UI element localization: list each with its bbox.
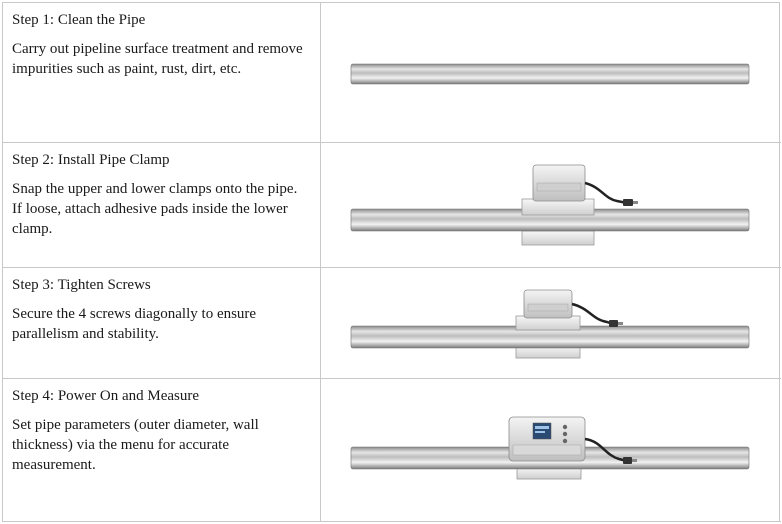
step-description: Carry out pipeline surface treatment and…: [12, 41, 303, 77]
step-text-cell: Step 2: Install Pipe Clamp Snap the uppe…: [3, 143, 321, 267]
step-illustration-cell: [321, 268, 780, 378]
step-row: Step 3: Tighten Screws Secure the 4 scre…: [3, 268, 781, 379]
pipe-with-clamp-icon: [350, 164, 750, 246]
step-description: Snap the upper and lower clamps onto the…: [12, 181, 298, 237]
step-title: Step 2: Install Pipe Clamp: [12, 152, 170, 168]
step-text-cell: Step 3: Tighten Screws Secure the 4 scre…: [3, 268, 321, 378]
step-row: Step 1: Clean the Pipe Carry out pipelin…: [3, 3, 781, 143]
step-illustration-cell: [321, 143, 780, 267]
step-row: Step 4: Power On and Measure Set pipe pa…: [3, 379, 781, 522]
step-title: Step 1: Clean the Pipe: [12, 12, 146, 28]
step-title: Step 3: Tighten Screws: [12, 277, 151, 293]
step-description: Secure the 4 screws diagonally to ensure…: [12, 306, 257, 342]
step-title: Step 4: Power On and Measure: [12, 388, 200, 404]
step-row: Step 2: Install Pipe Clamp Snap the uppe…: [3, 143, 781, 268]
pipe-icon: [350, 63, 750, 85]
step-illustration-cell: [321, 379, 780, 521]
step-illustration-cell: [321, 3, 780, 142]
step-text-cell: Step 1: Clean the Pipe Carry out pipelin…: [3, 3, 321, 142]
pipe-with-meter-icon: [350, 416, 750, 480]
step-description: Set pipe parameters (outer diameter, wal…: [12, 417, 259, 473]
pipe-with-tightened-clamp-icon: [350, 289, 750, 359]
step-text-cell: Step 4: Power On and Measure Set pipe pa…: [3, 379, 321, 521]
